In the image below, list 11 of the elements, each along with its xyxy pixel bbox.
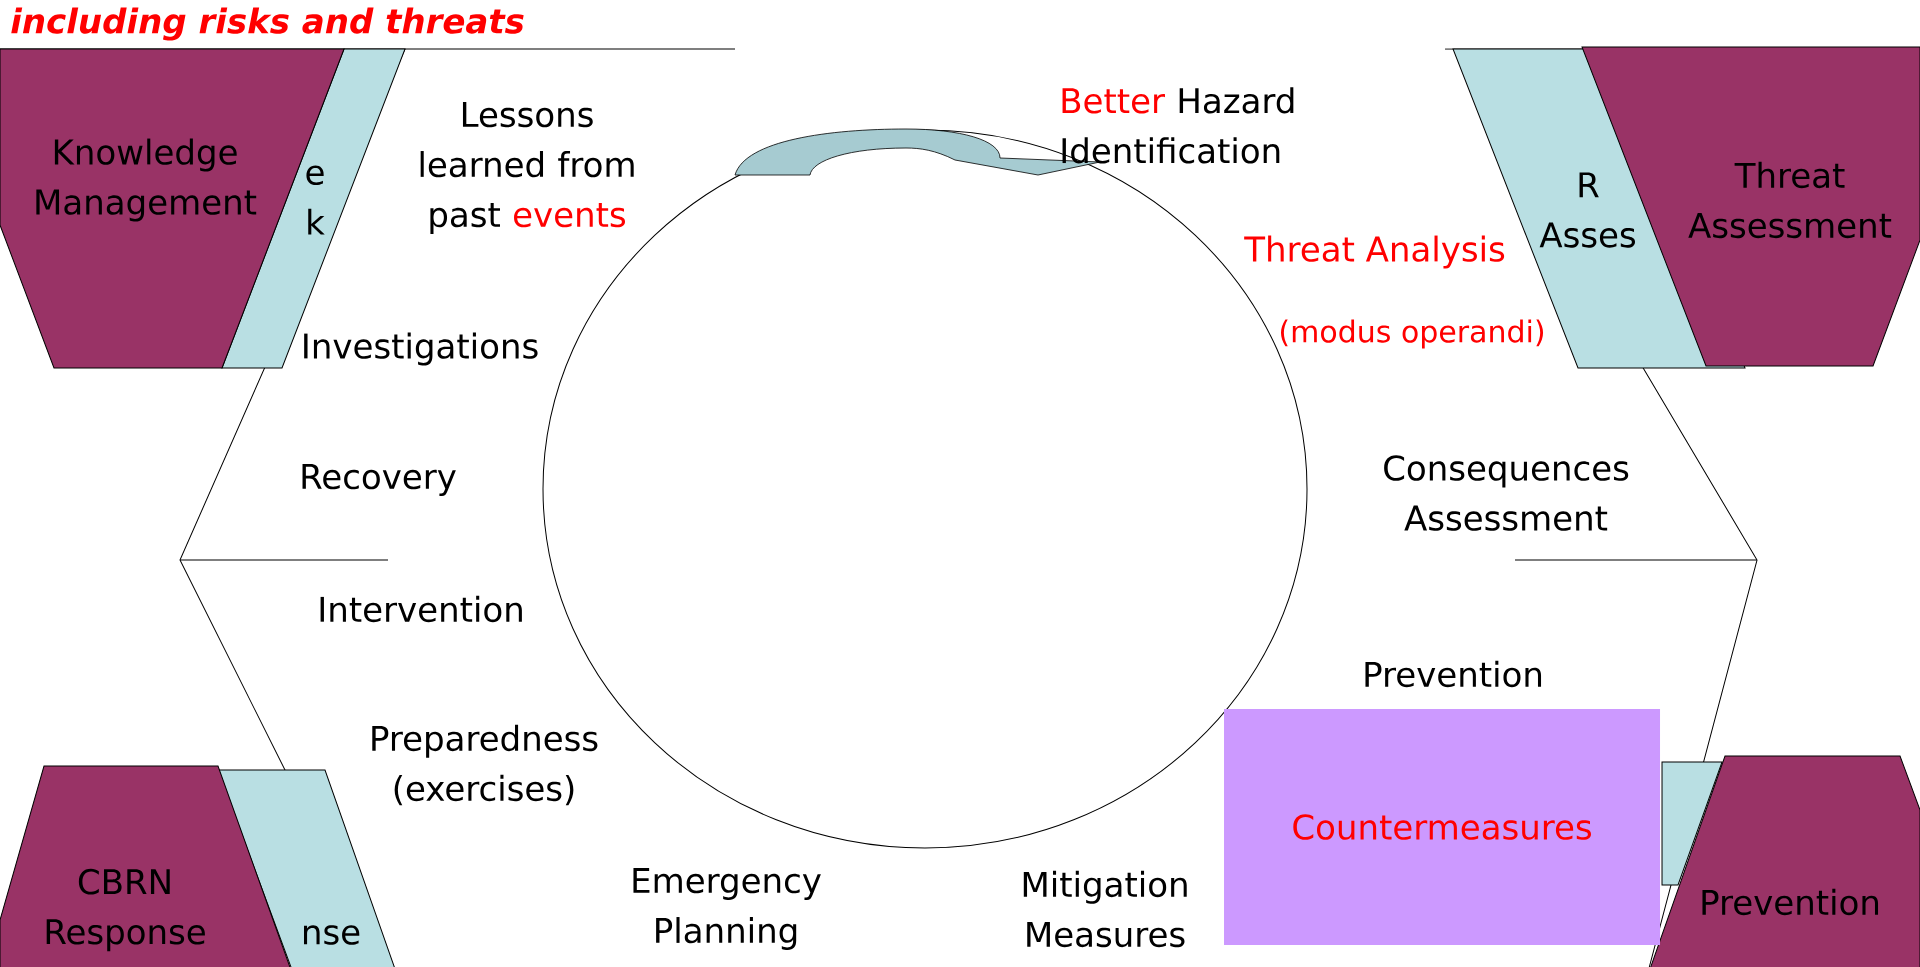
label-text: Mitigation Measures — [1023, 870, 1187, 948]
title-text: including risks and threats — [11, 7, 524, 41]
label-text: Recovery — [302, 464, 456, 496]
text-box: Countermeasures — [1224, 709, 1660, 945]
label-text: Lessons learned from past events — [420, 102, 634, 234]
label-text: Consequences Assessment — [1384, 455, 1629, 531]
label-text: Emergency Planning — [633, 868, 821, 950]
label-text: Preparedness (exercises) — [372, 724, 598, 806]
label-text: Intervention — [320, 595, 522, 623]
parallelogram-box — [1661, 761, 1723, 886]
label-text: Better Hazard Identification — [1062, 87, 1294, 164]
